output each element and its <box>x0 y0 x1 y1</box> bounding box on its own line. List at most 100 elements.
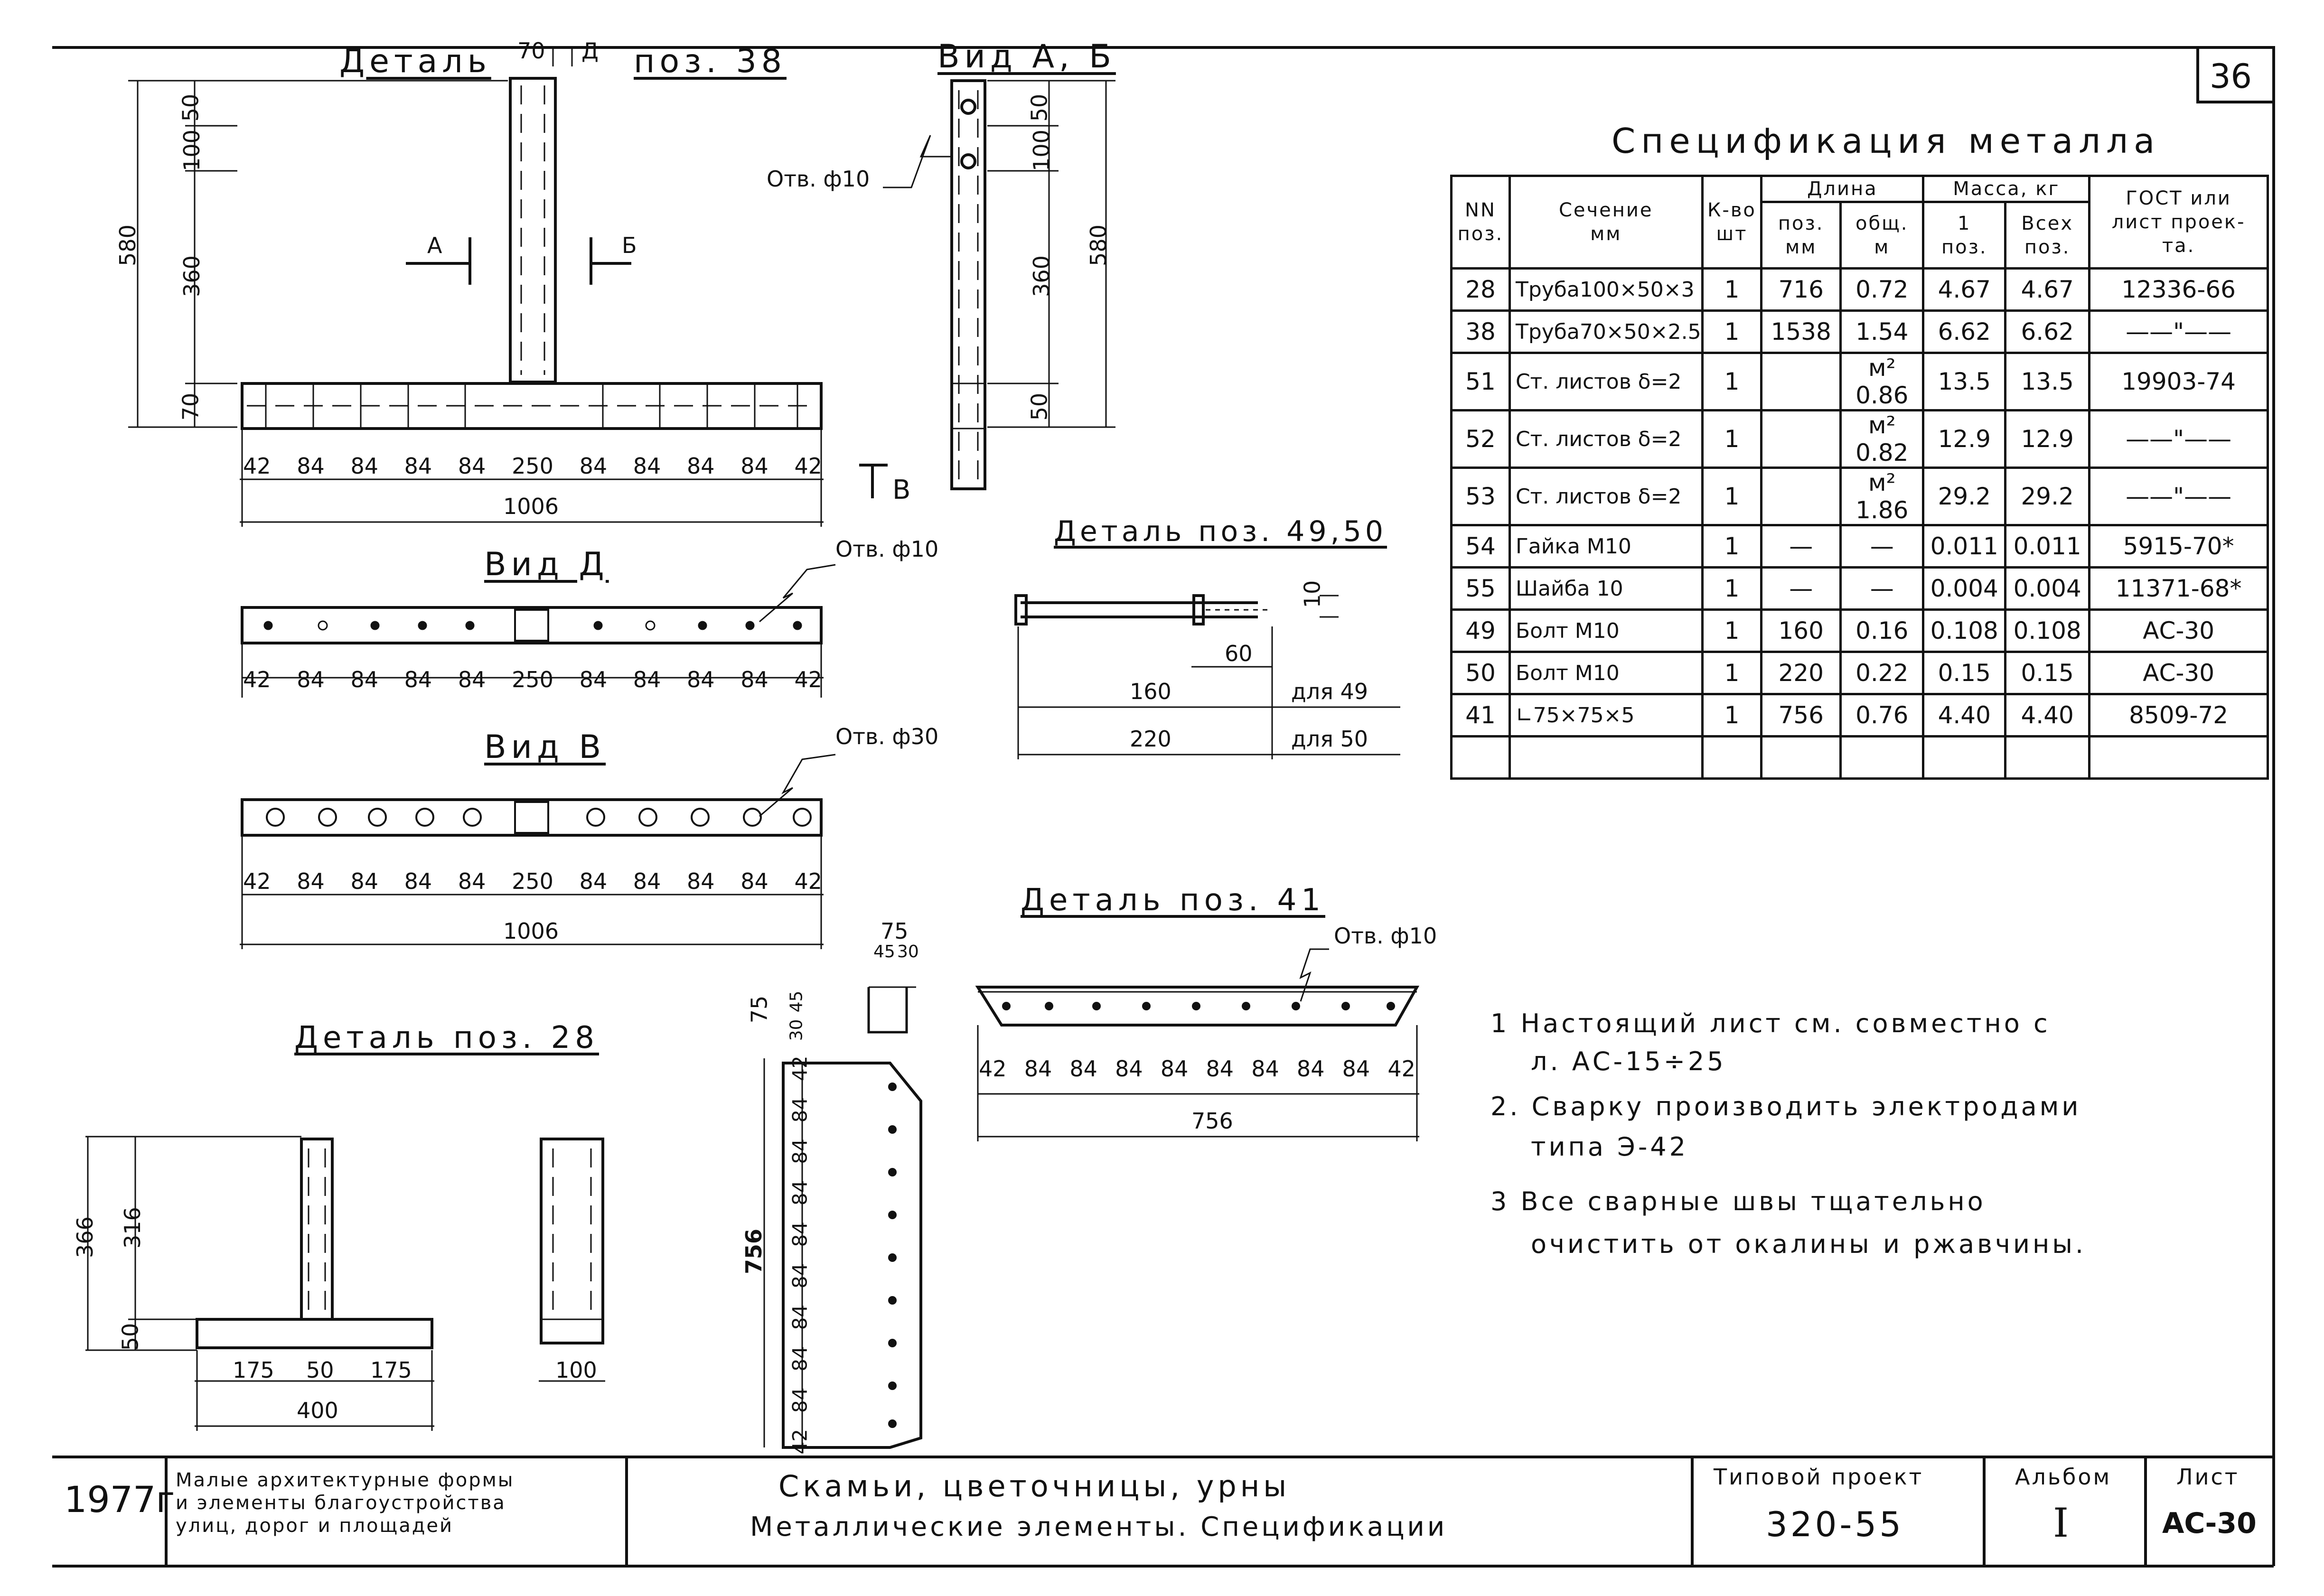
detail-28-d175b: 175 <box>370 1357 412 1383</box>
title-block-title-2: Металлические элементы. Спецификации <box>750 1512 1448 1542</box>
spec-cell-pos: 52 <box>1450 409 1511 469</box>
spec-cell-len-pos: — <box>1760 524 1842 569</box>
spec-cell-qty: 1 <box>1701 352 1763 411</box>
spec-cell-len-total: м² 0.86 <box>1839 352 1925 411</box>
title-block-year: 1977г <box>64 1478 175 1521</box>
detail-28-d50: 50 <box>117 1323 143 1351</box>
spec-cell-len-total: 0.72 <box>1839 267 1925 312</box>
title-block-sheet-label: Лист <box>2176 1464 2240 1490</box>
spec-cell-qty: 1 <box>1701 267 1763 312</box>
sheet-number: 36 <box>2210 57 2252 96</box>
spec-cell-empty <box>1450 735 1511 780</box>
spec-cell-mass-all: 6.62 <box>2004 309 2091 354</box>
view-ab-hole: Отв. ф10 <box>767 166 870 192</box>
view-ab-dim-50a: 50 <box>1026 93 1052 122</box>
spec-cell-len-total: м² 1.86 <box>1839 467 1925 526</box>
spec-cell-mass-one: 0.108 <box>1922 608 2007 653</box>
col-length: Длина <box>1760 175 1925 203</box>
detail-41-d30b: 30 <box>787 1019 806 1041</box>
spec-cell-section: ∟75×75×5 <box>1508 693 1704 737</box>
spec-cell-empty <box>1922 735 2007 780</box>
spec-cell-len-pos <box>1760 352 1842 411</box>
detail-41-total: 756 <box>1191 1108 1233 1134</box>
title-block-sheet-value: АС-30 <box>2162 1507 2257 1540</box>
view-v-total: 1006 <box>503 918 559 944</box>
detail-41-d75b: 75 <box>746 995 772 1024</box>
dim-50: 50 <box>178 93 204 122</box>
spec-cell-empty <box>1508 735 1704 780</box>
spec-cell-len-total: 1.54 <box>1839 309 1925 354</box>
spec-cell-pos: 54 <box>1450 524 1511 569</box>
spec-title: Спецификация металла <box>1612 121 2161 161</box>
spec-cell-mass-all: 12.9 <box>2004 409 2091 469</box>
spec-cell-mass-all: 29.2 <box>2004 467 2091 526</box>
spec-cell-gost: 11371-68* <box>2088 566 2269 611</box>
detail-38-marker: Д <box>581 38 599 64</box>
spec-cell-mass-all: 0.004 <box>2004 566 2091 611</box>
dim-100: 100 <box>178 130 205 171</box>
spec-cell-mass-one: 29.2 <box>1922 467 2007 526</box>
spec-cell-section: Шайба 10 <box>1508 566 1704 611</box>
view-v-title: Вид В <box>484 728 606 766</box>
note-3b: очистить от окалины и ржавчины. <box>1531 1229 2087 1259</box>
spec-cell-section: Труба70×50×2.5 <box>1508 309 1704 354</box>
spec-cell-len-total: — <box>1839 524 1925 569</box>
detail-28-d100: 100 <box>555 1357 597 1383</box>
col-length-pos: поз.мм <box>1760 201 1842 270</box>
spec-cell-len-total: 0.76 <box>1839 693 1925 737</box>
view-ab-dim-50b: 50 <box>1026 392 1052 421</box>
detail-4950-for49: для 49 <box>1291 679 1368 704</box>
spec-cell-gost: АС-30 <box>2088 651 2269 695</box>
detail-41-d30a: 30 <box>897 942 919 961</box>
detail-38-top-dim: 70 <box>517 38 545 64</box>
note-2b: типа Э-42 <box>1531 1132 1689 1162</box>
spec-cell-mass-one: 0.011 <box>1922 524 2007 569</box>
detail-41-d75a: 75 <box>881 918 909 944</box>
dim-580: 580 <box>114 224 141 266</box>
spec-cell-pos: 50 <box>1450 651 1511 695</box>
note-2: 2. Сварку производить электродами <box>1490 1092 2081 1121</box>
col-length-total: общ.м <box>1839 201 1925 270</box>
detail-28-title: Деталь поз. 28 <box>294 1020 599 1055</box>
spec-row-empty <box>1450 735 2269 780</box>
cut-b-label: Б <box>622 233 637 258</box>
spec-cell-gost: 5915-70* <box>2088 524 2269 569</box>
detail-41-hole: Отв. ф10 <box>1334 923 1437 949</box>
spec-cell-mass-one: 12.9 <box>1922 409 2007 469</box>
spec-cell-mass-all: 0.15 <box>2004 651 2091 695</box>
spec-cell-pos: 55 <box>1450 566 1511 611</box>
view-v-hole: Отв. ф30 <box>835 724 939 749</box>
spec-cell-section: Гайка М10 <box>1508 524 1704 569</box>
spec-cell-len-total: 0.22 <box>1839 651 1925 695</box>
title-block-album-label: Альбом <box>2015 1464 2112 1490</box>
spec-cell-gost: ——"—— <box>2088 309 2269 354</box>
title-block-album-value: I <box>2053 1500 2069 1546</box>
spec-cell-mass-one: 4.67 <box>1922 267 2007 312</box>
spec-cell-mass-one: 4.40 <box>1922 693 2007 737</box>
spec-cell-qty: 1 <box>1701 467 1763 526</box>
spec-cell-section: Ст. листов δ=2 <box>1508 352 1704 411</box>
spec-cell-mass-all: 13.5 <box>2004 352 2091 411</box>
dim-70: 70 <box>178 392 204 421</box>
note-1: 1 Настоящий лист см. совместно с <box>1490 1008 2051 1038</box>
detail-4950-d160: 160 <box>1130 679 1171 704</box>
spec-cell-mass-one: 13.5 <box>1922 352 2007 411</box>
spec-cell-empty <box>2004 735 2091 780</box>
spec-cell-mass-all: 0.108 <box>2004 608 2091 653</box>
spec-cell-pos: 49 <box>1450 608 1511 653</box>
title-block-title-1: Скамьи, цветочницы, урны <box>778 1469 1291 1503</box>
